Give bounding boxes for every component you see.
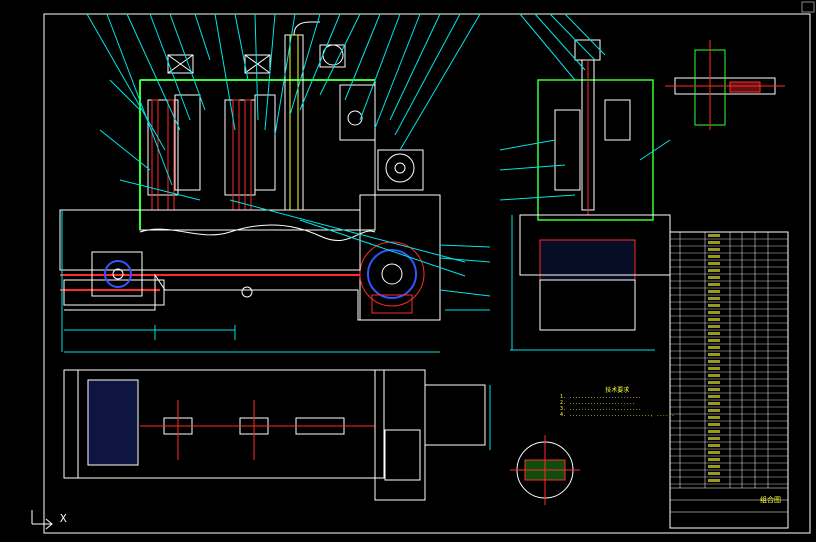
- parts-list-cell-text: [708, 276, 720, 279]
- side-leaders: [499, 13, 671, 201]
- ucs-x-label: X: [60, 512, 67, 525]
- parts-list-cell-text: [708, 353, 720, 356]
- parts-list-cell-text: [708, 409, 720, 412]
- parts-list-cell-text: [708, 395, 720, 398]
- parts-list-cell-text: [708, 311, 720, 314]
- parts-list-cell-text: [708, 325, 720, 328]
- parts-list-cell-text: [708, 367, 720, 370]
- parts-list-cell-text: [708, 255, 720, 258]
- technical-notes: 技术要求 1. ........................ 2. ....…: [560, 387, 675, 419]
- parts-list-cell-text: [708, 381, 720, 384]
- parts-list-cell-text: [708, 332, 720, 335]
- parts-list-cell-text: [708, 241, 720, 244]
- viewport-corner: [801, 1, 815, 13]
- parts-list-cell-text: [708, 283, 720, 286]
- parts-list-cell-text: [708, 423, 720, 426]
- parts-list-cell-text: [708, 269, 720, 272]
- parts-list-cell-text: [708, 465, 720, 468]
- parts-list-cell-text: [708, 444, 720, 447]
- title-block-title: 组合图: [760, 496, 781, 504]
- notes-title: 技术要求: [605, 387, 630, 394]
- parts-list-table: [669, 231, 789, 529]
- sheet-border: [43, 13, 811, 534]
- parts-list-cell-text: [708, 437, 720, 440]
- side-view: [510, 39, 671, 351]
- front-leaders: [86, 13, 491, 311]
- front-view: [59, 21, 441, 353]
- parts-list-cell-text: [708, 402, 720, 405]
- parts-list-cell-text: [708, 472, 720, 475]
- parts-list-border: [669, 231, 789, 529]
- parts-list-cell-text: [708, 479, 720, 482]
- parts-list-cell-text: [708, 248, 720, 251]
- detail-view-bottom: [510, 435, 580, 505]
- ucs-icon: [31, 510, 53, 530]
- notes-line-1: 1. ........................: [560, 394, 642, 400]
- parts-list-cell-text: [708, 416, 720, 419]
- parts-list-cell-text: [708, 318, 720, 321]
- parts-list-cell-text: [708, 297, 720, 300]
- parts-list-cell-text: [708, 360, 720, 363]
- top-view: [63, 369, 491, 501]
- notes-line-3: 3. ........................: [560, 406, 642, 412]
- detail-view-top: [665, 40, 785, 130]
- parts-list-cell-text: [708, 234, 720, 237]
- parts-list-cell-text: [708, 458, 720, 461]
- parts-list-cell-text: [708, 304, 720, 307]
- parts-list-cell-text: [708, 346, 720, 349]
- parts-list-cell-text: [708, 451, 720, 454]
- parts-list-cell-text: [708, 388, 720, 391]
- notes-line-4: 4. ..........................., ......: [560, 412, 675, 418]
- parts-list-cell-text: [708, 290, 720, 293]
- parts-list-cell-text: [708, 339, 720, 342]
- notes-line-2: 2. ......................: [560, 400, 636, 406]
- parts-list-cell-text: [708, 374, 720, 377]
- parts-list-cell-text: [708, 430, 720, 433]
- parts-list-cell-text: [708, 262, 720, 265]
